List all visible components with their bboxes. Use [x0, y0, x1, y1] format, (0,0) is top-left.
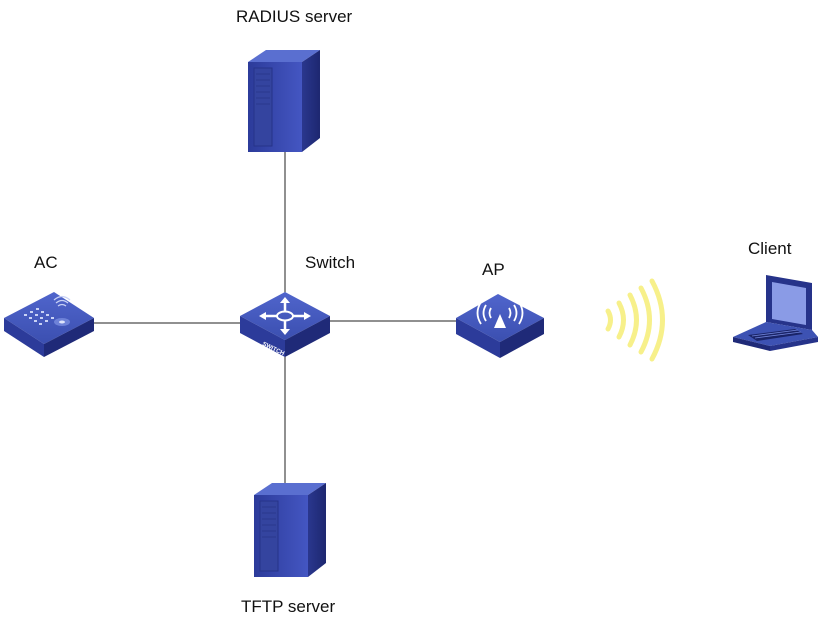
- ac-wifi-icon: [53, 295, 71, 307]
- switch-icon: SWITCH: [240, 292, 330, 357]
- switch-label: Switch: [305, 253, 356, 272]
- tftp-server-label: TFTP server: [241, 597, 336, 616]
- laptop-icon: [733, 275, 818, 351]
- access-controller-icon: [4, 292, 94, 357]
- radius-server-label: RADIUS server: [236, 7, 353, 26]
- links: [92, 148, 456, 495]
- wireless-signal-icon: [605, 278, 665, 362]
- access-point-icon: [456, 294, 544, 358]
- keypad-icon: [24, 308, 54, 325]
- ap-wifi-icon: [476, 301, 524, 325]
- tftp-server-icon: [254, 483, 326, 577]
- ap-label: AP: [482, 260, 505, 279]
- ac-label: AC: [34, 253, 58, 272]
- radius-server-icon: [248, 50, 320, 152]
- client-label: Client: [748, 239, 792, 258]
- switch-arrows-icon: [259, 297, 311, 335]
